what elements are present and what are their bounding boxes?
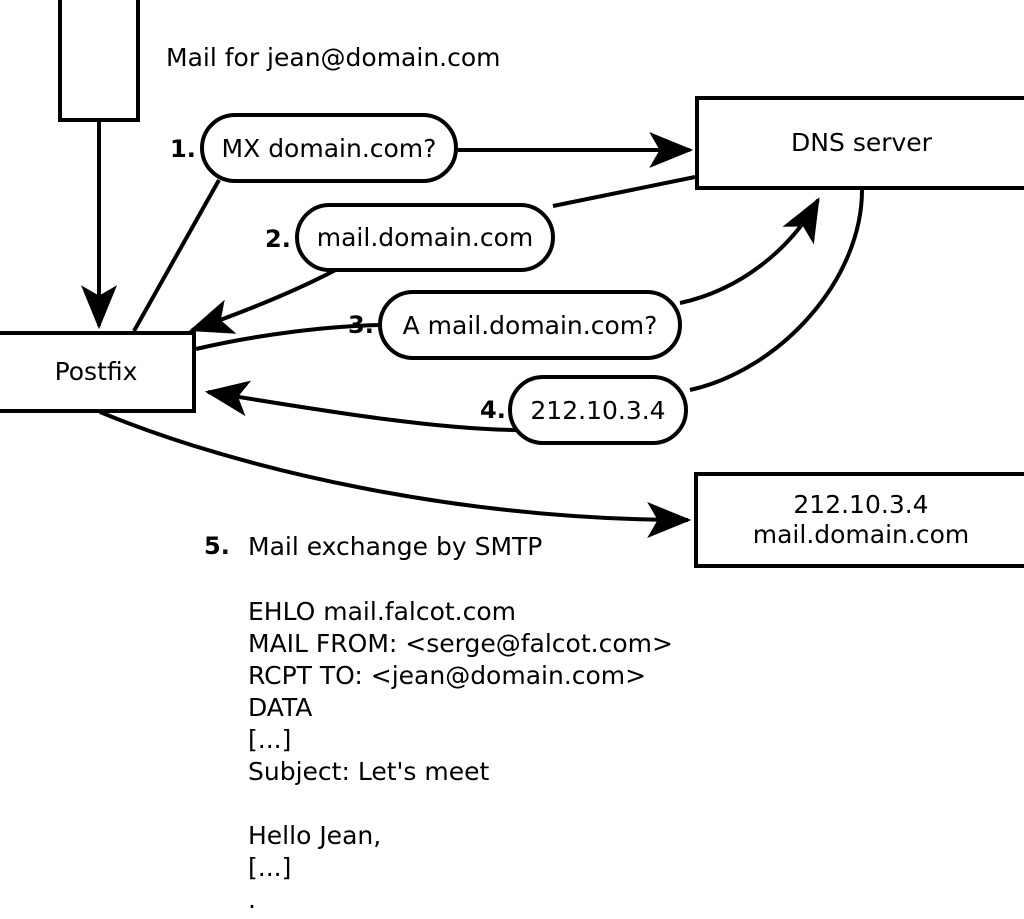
step-1-bubble-label: MX domain.com? xyxy=(221,133,437,163)
dns-server-box: DNS server xyxy=(695,96,1024,190)
dns-server-box-label: DNS server xyxy=(791,128,932,157)
edge-dns-to-step2 xyxy=(552,175,696,208)
edge-step4-to-postfix xyxy=(204,380,521,432)
step-1-bubble: MX domain.com? xyxy=(200,113,458,183)
edge-step2-to-postfix xyxy=(188,260,351,334)
edge-dns-to-step4 xyxy=(689,189,864,392)
step-1-number: 1. xyxy=(170,135,196,163)
step-3-number: 3. xyxy=(348,311,374,339)
client-box xyxy=(58,0,140,122)
step-5-number: 5. xyxy=(204,532,230,560)
postfix-box-label: Postfix xyxy=(54,357,138,386)
step-4-number: 4. xyxy=(480,396,506,424)
step-2-number: 2. xyxy=(265,225,291,253)
edge-step3-to-dns xyxy=(679,197,820,305)
step-5-label: Mail exchange by SMTP xyxy=(248,532,543,561)
step-2-bubble: mail.domain.com xyxy=(295,203,555,272)
step-4-bubble-label: 212.10.3.4 xyxy=(530,395,666,425)
page-title: Mail for jean@domain.com xyxy=(166,43,501,72)
postfix-box: Postfix xyxy=(0,331,196,413)
step-2-bubble-label: mail.domain.com xyxy=(316,223,534,252)
mail-server-box-label: 212.10.3.4 mail.domain.com xyxy=(752,490,970,549)
edge-step1-tail-to-postfix xyxy=(132,179,221,332)
mail-server-box: 212.10.3.4 mail.domain.com xyxy=(694,472,1024,568)
step-4-bubble: 212.10.3.4 xyxy=(508,375,688,445)
step-3-bubble: A mail.domain.com? xyxy=(378,290,682,360)
step-3-bubble-label: A mail.domain.com? xyxy=(402,310,658,340)
smtp-transcript: EHLO mail.falcot.com MAIL FROM: <serge@f… xyxy=(248,597,673,914)
